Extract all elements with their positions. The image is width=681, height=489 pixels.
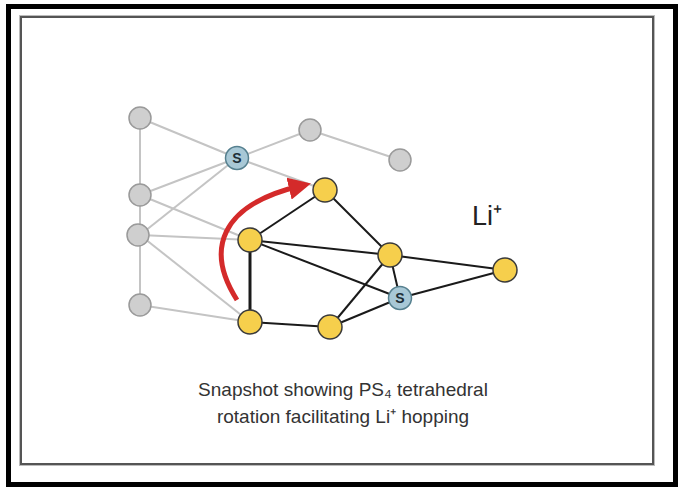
sulfur-atom: S (387, 285, 413, 311)
sulfur-atom: S (224, 145, 250, 171)
li-atoms (238, 178, 517, 339)
grey-atoms (127, 107, 411, 316)
ion-label: Li⁺ (472, 196, 502, 233)
atom-symbol: S (387, 285, 413, 311)
atom-symbol: S (224, 145, 250, 171)
figure-caption: Snapshot showing PS₄ tetrahedral rotatio… (168, 376, 518, 430)
tetrahedron-bonds (250, 190, 505, 327)
grey-lattice-lines (140, 118, 400, 322)
sulfur-circle-shape (389, 287, 412, 310)
sulfur-circle-shape (226, 147, 249, 170)
rotation-arrow (221, 186, 300, 300)
